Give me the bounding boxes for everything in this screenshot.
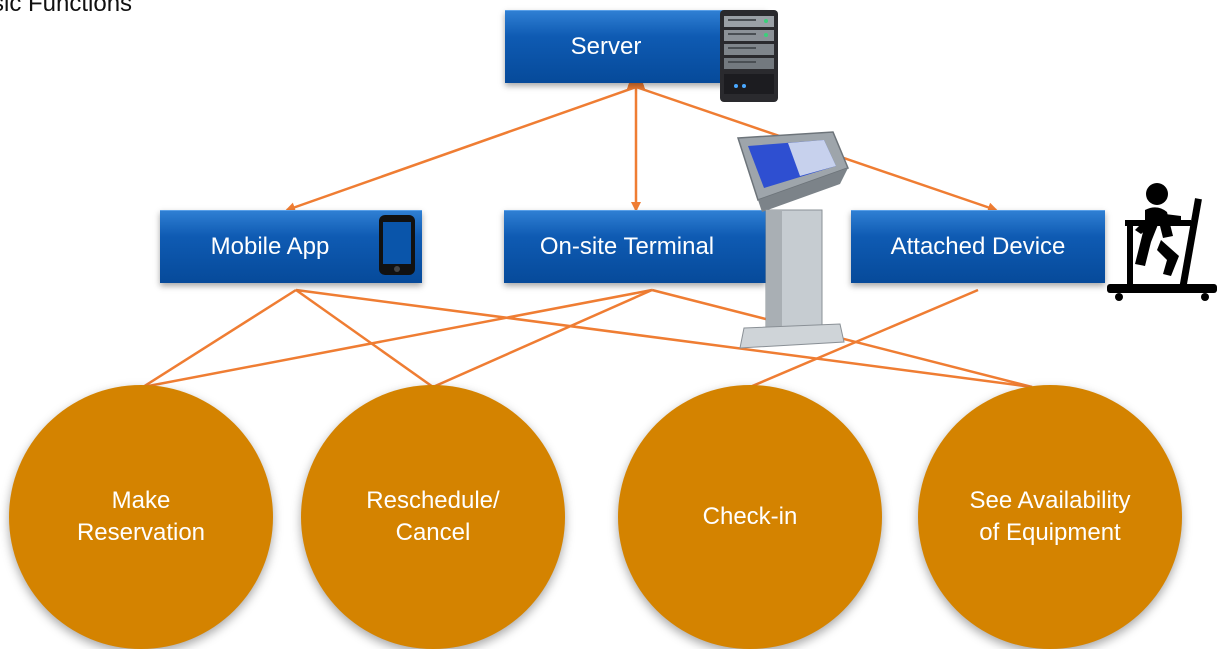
link-mobile-reservation	[142, 288, 297, 389]
function-circle-check-in: Check-in	[618, 385, 882, 649]
function-circle-make-reservation: Make Reservation	[9, 385, 273, 649]
mobile-app-label: Mobile App	[210, 233, 330, 260]
function-label: Check-in	[702, 502, 798, 530]
link-terminal-reschedule	[432, 288, 653, 389]
mobile-app-box: Mobile App	[160, 210, 422, 283]
device-box: Attached Device	[851, 210, 1105, 283]
function-label: Make Reservation	[76, 486, 206, 546]
function-label: See Availability of Equipment	[969, 486, 1131, 546]
link-terminal-reservation	[142, 288, 653, 389]
terminal-label: On-site Terminal	[539, 233, 715, 260]
function-circle-reschedule-cancel: Reschedule/ Cancel	[301, 385, 565, 649]
terminal-box: On-site Terminal	[504, 210, 766, 283]
smartphone-icon	[379, 215, 415, 275]
server-label: Server	[570, 33, 642, 60]
function-label: Reschedule/ Cancel	[366, 486, 500, 546]
arrow-server-mobile-app	[285, 79, 646, 213]
link-mobile-reschedule	[295, 288, 434, 389]
kiosk-terminal-icon	[736, 131, 849, 349]
link-mobile-availability	[295, 288, 1033, 389]
link-device-checkin	[749, 288, 979, 389]
diagram-heading: sic Functions	[0, 0, 133, 17]
function-circle-see-availability: See Availability of Equipment	[918, 385, 1182, 649]
treadmill-runner-icon	[1107, 183, 1217, 301]
device-label: Attached Device	[890, 233, 1066, 260]
server-tower-icon	[720, 10, 778, 102]
